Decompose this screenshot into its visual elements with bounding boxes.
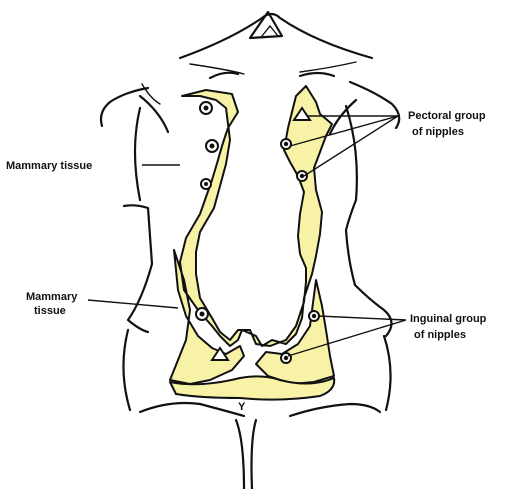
label-mammary-tissue-lower-line1: Mammary [26,291,78,303]
nipple [200,102,212,114]
right-flank-outline [346,106,392,336]
right-forelimb-outline [330,82,399,134]
label-inguinal-line2: of nipples [414,329,466,341]
nipple [297,171,307,181]
nipple [196,308,208,320]
label-pectoral-line2: of nipples [412,126,464,138]
mammary-tissue-region [170,86,334,384]
nipple [309,311,319,321]
leader-mammary-lower [88,300,178,308]
head-outline [180,12,372,78]
label-mammary-tissue-upper: Mammary tissue [6,160,92,172]
nipple [281,139,291,149]
label-tail-letter: Y [238,401,246,413]
left-forelimb-outline [101,84,168,132]
nipple [201,179,211,189]
label-mammary-tissue-lower-line2: tissue [34,305,66,317]
label-pectoral-line1: Pectoral group [408,110,486,122]
tail-outline [236,420,256,489]
nipple [206,140,218,152]
label-inguinal-line1: Inguinal group [410,313,487,325]
left-flank-outline [124,108,152,332]
nipple [281,353,291,363]
leader-inguinal-1 [318,316,406,320]
